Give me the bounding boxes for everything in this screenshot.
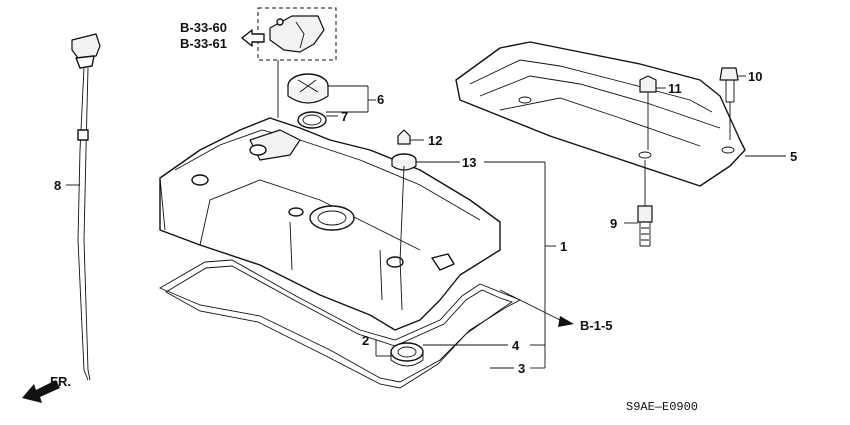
oil-filler-cap [287, 73, 329, 104]
grommet [391, 153, 417, 171]
ref-b-1-5: B-1-5 [580, 318, 613, 333]
stud-bolt [637, 160, 653, 247]
callout-8: 8 [54, 178, 61, 193]
callout-10: 10 [748, 69, 762, 84]
callout-2: 2 [362, 333, 369, 348]
callout-3: 3 [518, 361, 525, 376]
callout-12: 12 [428, 133, 442, 148]
harness-bracket [257, 7, 337, 118]
front-arrow-icon: FR. [22, 374, 71, 403]
front-label: FR. [50, 374, 71, 389]
dipstick [71, 33, 101, 381]
bolt-10 [719, 67, 739, 140]
callout-11: 11 [668, 81, 682, 96]
engine-cover [455, 41, 746, 187]
head-cover-gasket [158, 259, 522, 389]
cap-nut-12 [397, 129, 411, 145]
callout-1: 1 [560, 239, 567, 254]
callout-4: 4 [512, 338, 520, 353]
leader-lines [66, 75, 786, 369]
oil-filler-seal [297, 111, 327, 129]
ref-b-33-61: B-33-61 [180, 36, 227, 51]
seal-washer [390, 342, 424, 367]
reference-codes: B-33-60 B-33-61 B-1-5 [180, 20, 613, 333]
callout-5: 5 [790, 149, 797, 164]
callout-13: 13 [462, 155, 476, 170]
callout-9: 9 [610, 216, 617, 231]
cylinder-head-cover [159, 117, 501, 331]
callout-6: 6 [377, 92, 384, 107]
callout-labels: 8 6 7 12 13 1 2 4 3 11 10 5 9 [54, 69, 797, 376]
diagram-code: S9AE—E0900 [626, 400, 698, 414]
callout-7: 7 [341, 109, 348, 124]
ref-arrow-icon [241, 29, 265, 47]
nut-11 [639, 75, 657, 150]
ref-b-33-60: B-33-60 [180, 20, 227, 35]
